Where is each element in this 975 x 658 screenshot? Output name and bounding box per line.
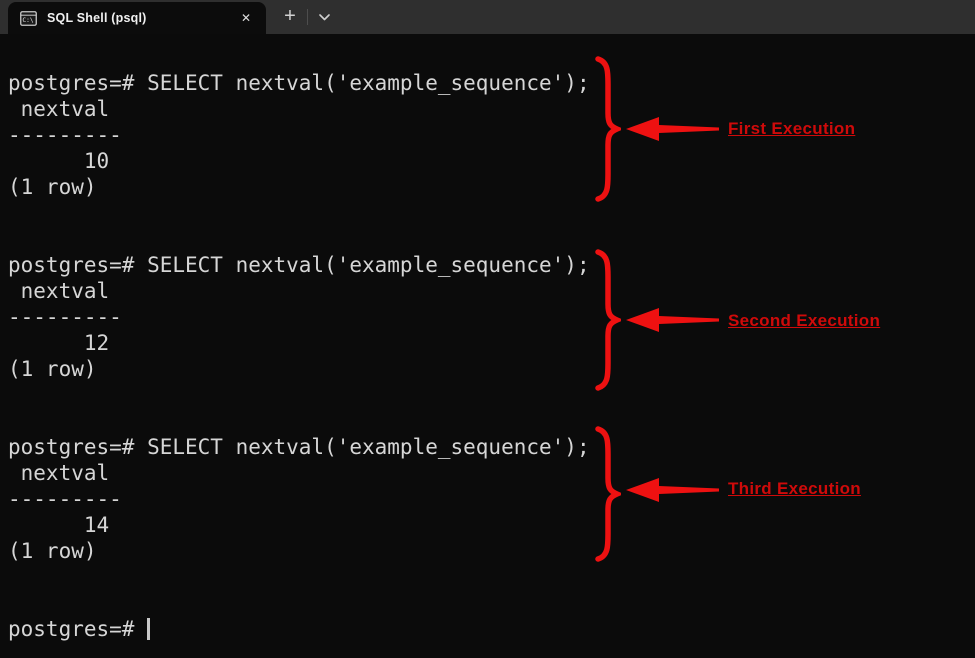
terminal-line: nextval (8, 279, 110, 303)
command-prompt-icon: C:\ (20, 10, 37, 26)
terminal-line: postgres=# SELECT nextval('example_seque… (8, 253, 590, 277)
chevron-down-icon (318, 13, 330, 20)
brace-first-execution (595, 56, 621, 202)
terminal-line: 14 (8, 513, 110, 537)
terminal-line (8, 408, 975, 434)
tab-bar: C:\ SQL Shell (psql) ✕ + (0, 0, 975, 34)
svg-text:C:\: C:\ (22, 17, 33, 24)
arrow-left-icon (626, 308, 719, 332)
brace-second-execution (595, 249, 621, 391)
tab-close-icon[interactable]: ✕ (240, 11, 252, 25)
tab-title: SQL Shell (psql) (47, 11, 147, 25)
new-tab-button[interactable]: + (284, 5, 296, 27)
terminal-line: 10 (8, 149, 110, 173)
terminal-line (8, 226, 975, 252)
terminal-line: nextval (8, 461, 110, 485)
terminal-line: (1 row) (8, 357, 97, 381)
terminal-line: postgres=# SELECT nextval('example_seque… (8, 435, 590, 459)
arrow-left-icon (626, 478, 719, 502)
tab-sql-shell[interactable]: C:\ SQL Shell (psql) ✕ (8, 2, 266, 34)
terminal-line: nextval (8, 97, 110, 121)
terminal-line: (1 row) (8, 539, 97, 563)
tab-dropdown-button[interactable] (311, 3, 337, 31)
terminal-line: postgres=# SELECT nextval('example_seque… (8, 71, 590, 95)
arrow-left-icon (626, 117, 719, 141)
terminal-line (8, 564, 975, 590)
terminal-lines: postgres=# SELECT nextval('example_seque… (8, 44, 975, 616)
terminal-line (8, 590, 975, 616)
terminal-area[interactable]: postgres=# SELECT nextval('example_seque… (0, 34, 975, 658)
brace-third-execution (595, 426, 621, 562)
text-cursor (147, 618, 150, 640)
terminal-line (8, 44, 975, 70)
terminal-line (8, 200, 975, 226)
terminal-line: (1 row) (8, 175, 97, 199)
terminal-line (8, 382, 975, 408)
terminal-line: --------- (8, 305, 122, 329)
terminal-line: --------- (8, 123, 122, 147)
terminal-line: 12 (8, 331, 110, 355)
annotation-label-third: Third Execution (728, 479, 861, 498)
terminal-prompt-line[interactable]: postgres=# (8, 616, 975, 642)
terminal-line: --------- (8, 487, 122, 511)
tabbar-divider (307, 9, 308, 25)
terminal-prompt: postgres=# (8, 617, 148, 641)
annotation-label-first: First Execution (728, 119, 856, 138)
annotation-label-second: Second Execution (728, 311, 881, 330)
